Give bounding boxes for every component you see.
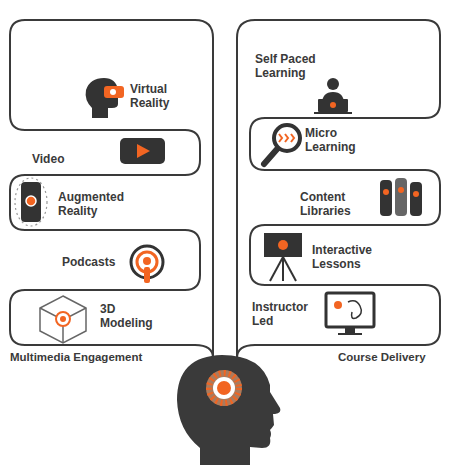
left-branch-line [10,20,213,360]
item-label: 3D Modeling [100,302,158,331]
right-branch-line [237,20,440,360]
item-label: Instructor Led [252,300,320,329]
item-label: Micro Learning [305,126,365,155]
magnifier-icon [264,125,300,164]
self-paced-icon [314,78,352,113]
item-label: Podcasts [62,255,115,269]
vr-icon [86,78,124,118]
item-label: Virtual Reality [130,82,192,111]
video-icon [120,138,165,164]
podcast-icon [131,246,163,283]
item-label: Content Libraries [300,190,364,219]
item-label: Interactive Lessons [312,243,388,272]
section-title: Course Delivery [338,351,426,365]
books-icon [380,178,422,216]
item-label: Augmented Reality [58,190,136,219]
head-silhouette [177,355,280,465]
section-title: Multimedia Engagement [10,351,142,365]
item-label: Self Paced Learning [255,52,330,81]
item-label: Video [32,152,64,166]
projector-icon [264,233,302,281]
ar-phone-icon [15,178,47,226]
cube-icon [40,296,86,343]
monitor-icon [326,293,374,334]
